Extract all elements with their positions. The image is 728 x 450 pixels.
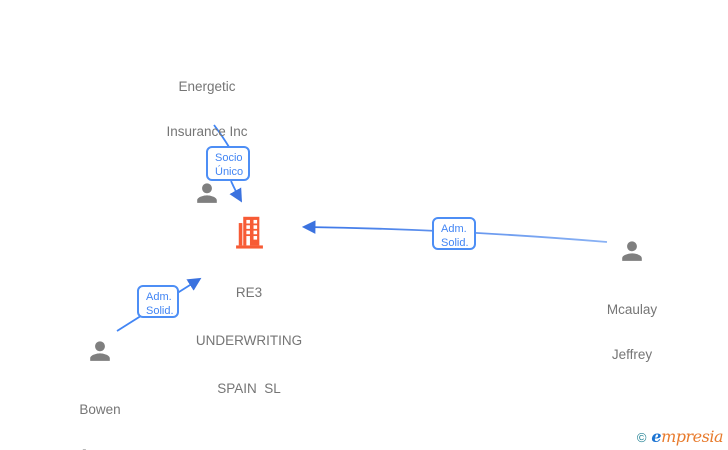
copyright-icon: © [636, 430, 647, 445]
edge-socio-unico-upper [213, 124, 230, 148]
admin-right-name: Mcaulay Jeffrey [606, 302, 658, 362]
admin-left-name: Bowen James [79, 402, 121, 450]
shareholder-name: Energetic Insurance Inc [166, 79, 248, 139]
empresia-logo[interactable]: © empresia [636, 427, 724, 446]
node-company-re3-underwriting[interactable]: RE3 UNDERWRITING SPAIN SL [174, 215, 324, 429]
node-admin-mcaulay-jeffrey[interactable]: Mcaulay Jeffrey [557, 237, 707, 392]
edge-label-adm-solid-right[interactable]: Adm. Solid. [432, 217, 476, 250]
node-shareholder-energetic-insurance[interactable]: Energetic Insurance Inc [132, 49, 282, 207]
edge-label-adm-solid-left[interactable]: Adm. Solid. [137, 285, 179, 318]
person-icon [622, 241, 642, 261]
edge-label-socio-unico[interactable]: Socio Único [206, 146, 250, 181]
company-name: RE3 UNDERWRITING SPAIN SL [195, 285, 303, 396]
node-admin-bowen-james[interactable]: Bowen James [25, 337, 175, 450]
edge-socio-unico-arrow [229, 180, 243, 203]
person-icon [197, 183, 217, 203]
person-icon [90, 341, 110, 361]
building-icon [235, 216, 263, 249]
brand-wordmark: empresia [651, 427, 723, 446]
